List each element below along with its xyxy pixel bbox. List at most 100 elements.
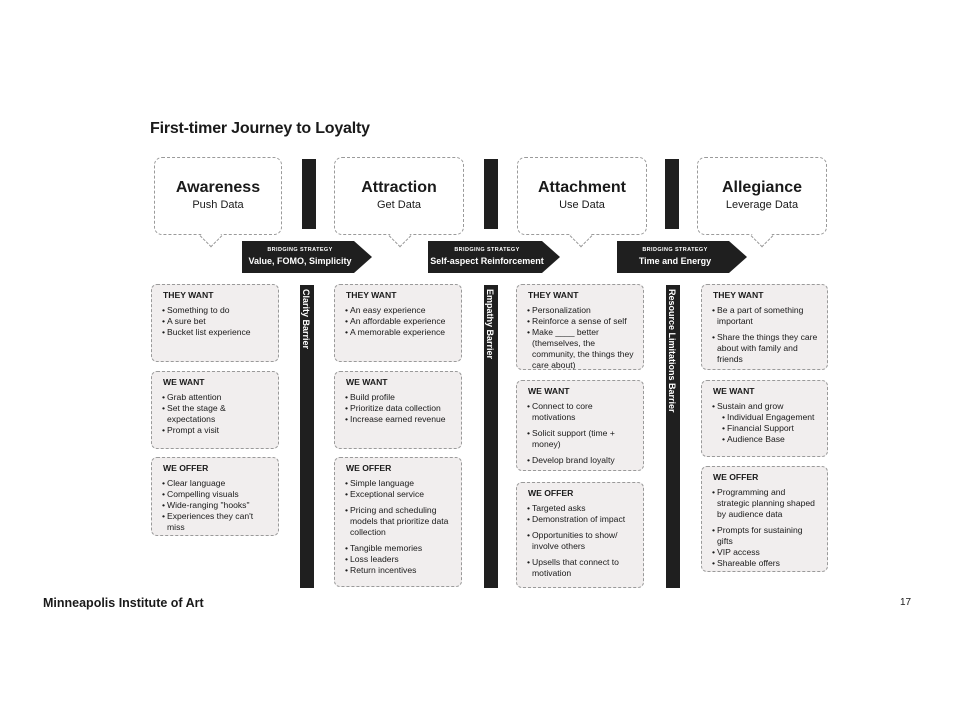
barrier-label: Resource Limitations Barrier [667, 289, 677, 413]
barrier-clarity: Clarity Barrier [300, 285, 314, 588]
col1-we-want: WE WANT Grab attention Set the stage & e… [151, 371, 279, 449]
col3-they-want: THEY WANT Personalization Reinforce a se… [516, 284, 644, 370]
list-item: A sure bet [162, 316, 270, 327]
barrier-resource-limitations: Resource Limitations Barrier [666, 285, 680, 588]
list-item: Programming and strategic planning shape… [712, 487, 819, 520]
barrier-top-block [302, 159, 316, 229]
stage-subtitle: Push Data [192, 199, 244, 211]
stage-name: Allegiance [721, 179, 803, 196]
box-heading: THEY WANT [163, 290, 214, 300]
box-heading: WE OFFER [713, 472, 759, 482]
list-item: Prompt a visit [162, 425, 270, 436]
list-item: Personalization [527, 305, 635, 316]
list-item: Bucket list experience [162, 327, 270, 338]
bridge-text: Self-aspect Reinforcement [430, 256, 544, 266]
bridge-text: Time and Energy [638, 256, 712, 266]
bridge-label: BRIDGING STRATEGY [642, 247, 708, 253]
col2-we-want: WE WANT Build profile Prioritize data co… [334, 371, 462, 449]
col4-they-want: THEY WANT Be a part of something importa… [701, 284, 828, 370]
barrier-empathy: Empathy Barrier [484, 285, 498, 588]
col1-they-want: THEY WANT Something to do A sure bet Buc… [151, 284, 279, 362]
list-item: Set the stage & expectations [162, 403, 270, 425]
bridge-label: BRIDGING STRATEGY [267, 247, 333, 253]
barrier-top-block [484, 159, 498, 229]
col4-we-offer: WE OFFER Programming and strategic plann… [701, 466, 828, 572]
bridging-arrow-3: BRIDGING STRATEGY Time and Energy [617, 241, 747, 273]
stage-name: Attachment [537, 179, 626, 196]
box-heading: WE OFFER [163, 463, 209, 473]
stage-name: Attraction [361, 179, 437, 196]
stage-attachment: Attachment Use Data [517, 157, 647, 248]
list-item: Share the things they care about with fa… [712, 332, 819, 365]
col3-we-want: WE WANT Connect to core motivations Soli… [516, 380, 644, 471]
box-heading: WE WANT [346, 377, 388, 387]
list-item: Loss leaders [345, 554, 453, 565]
box-heading: WE WANT [528, 386, 570, 396]
list-item: Develop brand loyalty [527, 455, 635, 466]
stage-awareness: Awareness Push Data [154, 157, 282, 248]
col2-we-offer: WE OFFER Simple language Exceptional ser… [334, 457, 462, 587]
list-item: Prioritize data collection [345, 403, 453, 414]
bridging-arrow-2: BRIDGING STRATEGY Self-aspect Reinforcem… [428, 241, 560, 273]
list-item: Simple language [345, 478, 453, 489]
box-heading: THEY WANT [346, 290, 397, 300]
list-item: Clear language [162, 478, 270, 489]
list-item: Tangible memories [345, 543, 453, 554]
list-item: Prompts for sustaining gifts [712, 525, 819, 547]
list-item: Targeted asks [527, 503, 635, 514]
bridge-text: Value, FOMO, Simplicity [248, 256, 352, 266]
list-item: Be a part of something important [712, 305, 819, 327]
box-heading: WE OFFER [346, 463, 392, 473]
list-item: Pricing and scheduling models that prior… [345, 505, 453, 538]
barrier-label: Clarity Barrier [301, 289, 311, 350]
list-item: A memorable experience [345, 327, 453, 338]
col1-we-offer: WE OFFER Clear language Compelling visua… [151, 457, 279, 536]
list-item: Financial Support [722, 423, 819, 434]
stage-subtitle: Get Data [376, 199, 422, 211]
stage-subtitle: Leverage Data [725, 199, 799, 211]
list-item: An easy experience [345, 305, 453, 316]
box-heading: WE WANT [713, 386, 755, 396]
bubble-tail [388, 224, 412, 248]
box-heading: WE WANT [163, 377, 205, 387]
box-heading: THEY WANT [528, 290, 579, 300]
list-item: Exceptional service [345, 489, 453, 500]
stage-name: Awareness [175, 179, 261, 196]
list-item: Something to do [162, 305, 270, 316]
bubble-tail [199, 224, 223, 248]
barrier-top-block [665, 159, 679, 229]
bridging-arrow-1: BRIDGING STRATEGY Value, FOMO, Simplicit… [242, 241, 372, 273]
list-item: Reinforce a sense of self [527, 316, 635, 327]
box-heading: THEY WANT [713, 290, 764, 300]
list-item: Connect to core motivations [527, 401, 635, 423]
list-item: Build profile [345, 392, 453, 403]
list-item: Compelling visuals [162, 489, 270, 500]
list-item: Return incentives [345, 565, 453, 576]
list-item: Solicit support (time + money) [527, 428, 635, 450]
col3-we-offer: WE OFFER Targeted asks Demonstration of … [516, 482, 644, 588]
list-item: Grab attention [162, 392, 270, 403]
list-item: Opportunities to show/ involve others [527, 530, 635, 552]
list-item: Demonstration of impact [527, 514, 635, 525]
list-item: Make ____ better (themselves, the commun… [527, 327, 635, 371]
list-item: Audience Base [722, 434, 819, 445]
barrier-label: Empathy Barrier [485, 289, 495, 360]
page-number: 17 [900, 597, 912, 608]
page-title: First-timer Journey to Loyalty [150, 120, 370, 137]
list-item: Individual Engagement [722, 412, 819, 423]
list-item: Experiences they can't miss [162, 511, 270, 533]
stage-allegiance: Allegiance Leverage Data [697, 157, 827, 248]
col2-they-want: THEY WANT An easy experience An affordab… [334, 284, 462, 362]
stage-attraction: Attraction Get Data [334, 157, 464, 248]
bridge-label: BRIDGING STRATEGY [454, 247, 520, 253]
stage-subtitle: Use Data [559, 199, 605, 211]
bubble-tail [750, 224, 774, 248]
box-heading: WE OFFER [528, 488, 574, 498]
list-item: Upsells that connect to motivation [527, 557, 635, 579]
footer-brand: Minneapolis Institute of Art [43, 596, 204, 610]
list-item: Increase earned revenue [345, 414, 453, 425]
list-item: Shareable offers [712, 558, 819, 569]
col4-we-want: WE WANT Sustain and grow Individual Enga… [701, 380, 828, 457]
list-item: Sustain and grow [712, 401, 819, 412]
list-item: An affordable experience [345, 316, 453, 327]
